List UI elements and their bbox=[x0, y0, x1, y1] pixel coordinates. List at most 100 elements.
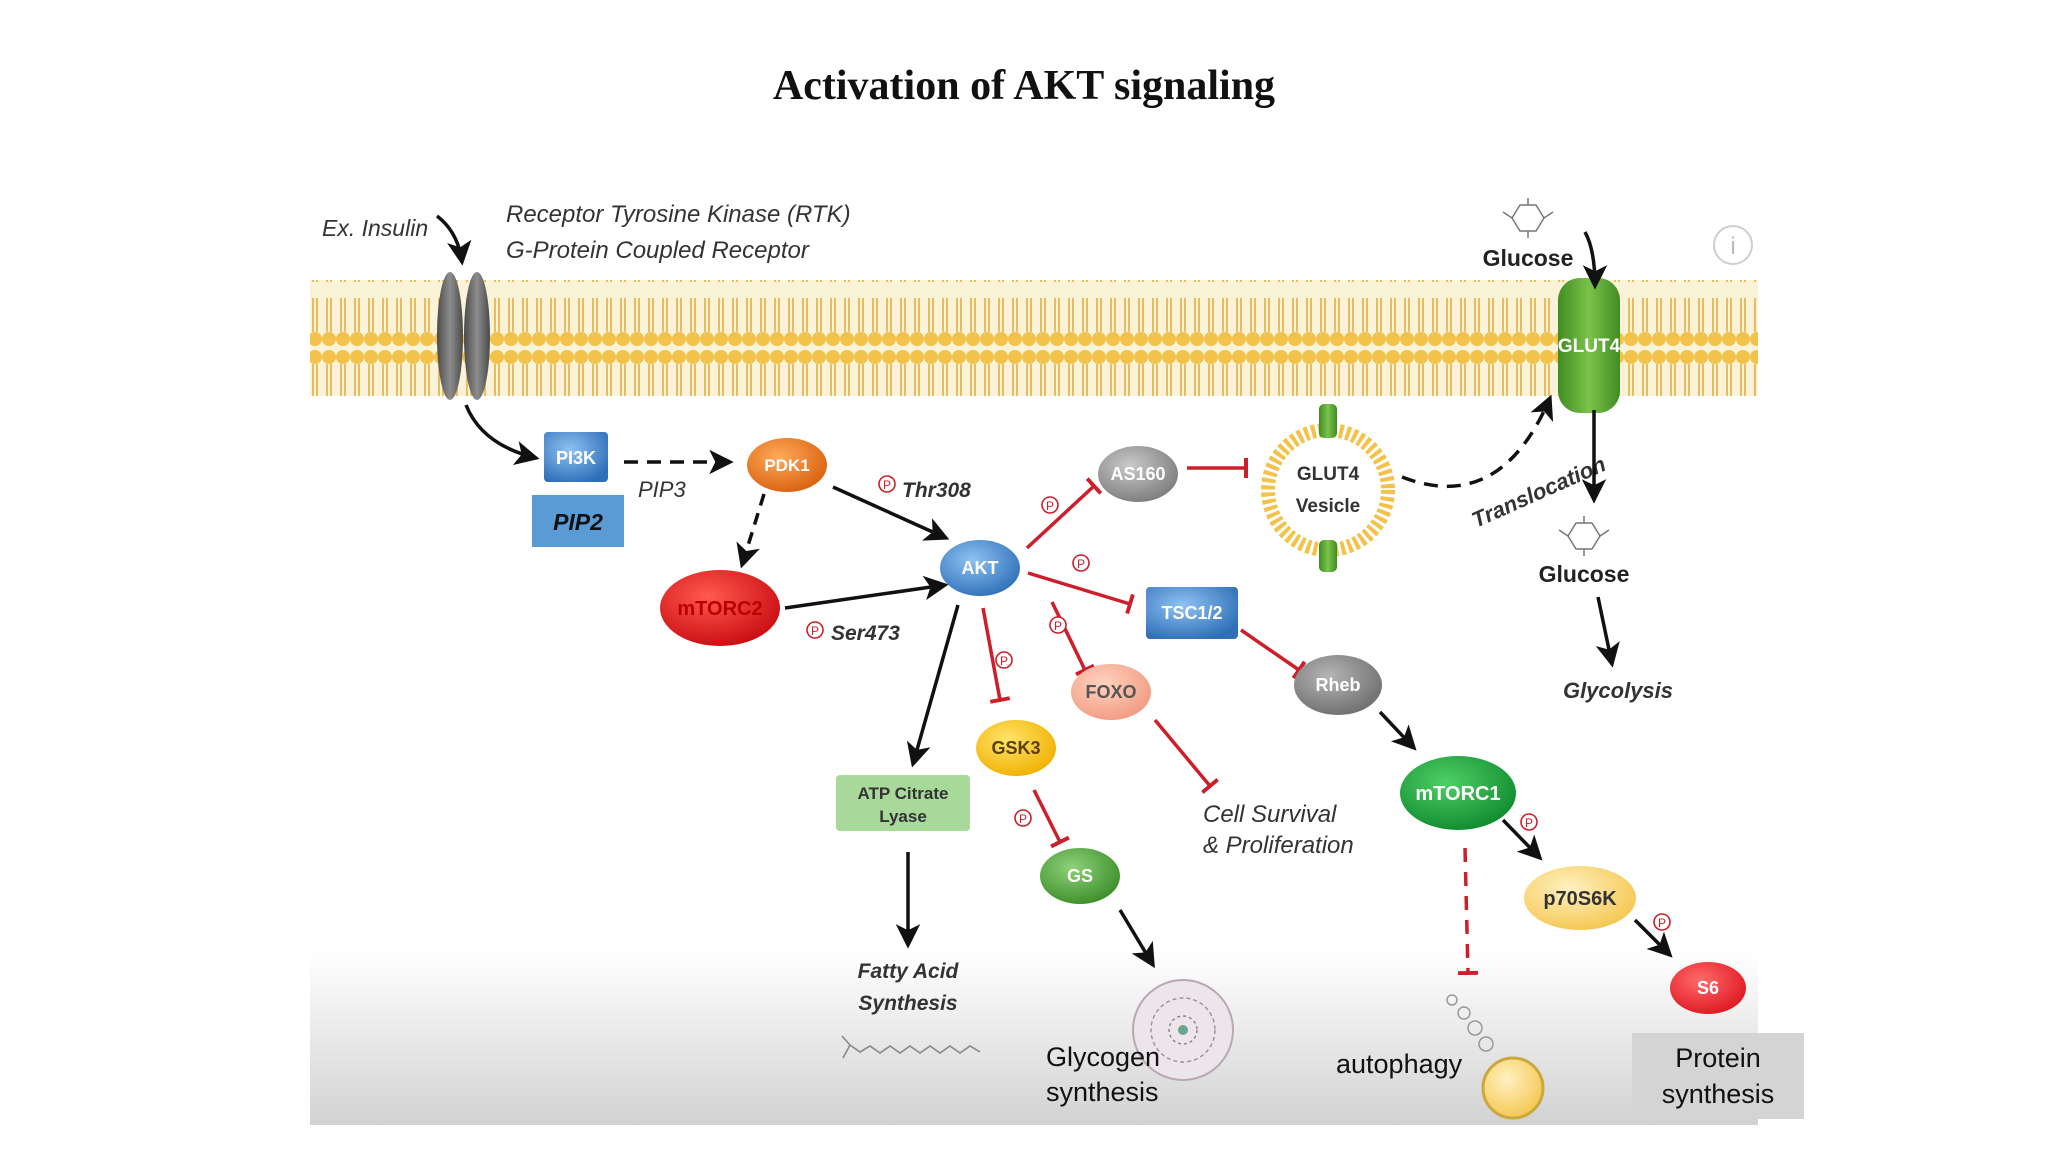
fatty-acid-icon bbox=[841, 1035, 981, 1059]
glucose-top-label: Glucose bbox=[1483, 245, 1574, 271]
edge-rheb-mtorc1 bbox=[1378, 710, 1417, 751]
svg-text:FOXO: FOXO bbox=[1085, 682, 1136, 702]
glycogen-synthesis-label-line2: synthesis bbox=[1046, 1077, 1159, 1107]
phospho-marker: P bbox=[1653, 913, 1671, 931]
svg-text:Rheb: Rheb bbox=[1316, 675, 1361, 695]
edge-pdk1-akt bbox=[832, 485, 950, 541]
node-as160: AS160 bbox=[1098, 446, 1178, 502]
node-p70s6k: p70S6K bbox=[1524, 866, 1636, 930]
svg-text:P: P bbox=[811, 624, 819, 638]
edge-akt-as160-inhibit bbox=[1025, 477, 1103, 550]
edge-tsc-rheb-inhibit bbox=[1240, 628, 1307, 680]
phospho-marker: P bbox=[806, 621, 824, 639]
node-foxo: FOXO bbox=[1071, 664, 1151, 720]
node-gsk3: GSK3 bbox=[976, 720, 1056, 776]
svg-text:S6: S6 bbox=[1697, 978, 1719, 998]
phospho-marker: P bbox=[995, 651, 1013, 669]
autophagosome-icon bbox=[1446, 994, 1545, 1120]
svg-text:P: P bbox=[883, 478, 891, 492]
svg-text:ATP Citrate: ATP Citrate bbox=[857, 784, 948, 803]
node-atp-citrate-lyase: ATP Citrate Lyase bbox=[836, 775, 970, 831]
edge-insulin-receptor bbox=[435, 214, 472, 266]
node-s6: S6 bbox=[1670, 962, 1746, 1014]
edge-glucose-glycolysis bbox=[1595, 596, 1620, 668]
edge-akt-foxo-inhibit bbox=[1050, 601, 1095, 677]
node-pdk1: PDK1 bbox=[747, 438, 827, 492]
edge-gs-glycogen bbox=[1118, 909, 1155, 969]
svg-text:P: P bbox=[1046, 499, 1054, 513]
phospho-marker: P bbox=[1041, 496, 1059, 514]
insulin-label: Ex. Insulin bbox=[322, 215, 428, 241]
glycogen-icon bbox=[1132, 979, 1234, 1081]
node-mtorc2: mTORC2 bbox=[660, 570, 780, 646]
node-mtorc1: mTORC1 bbox=[1400, 756, 1516, 830]
protein-synthesis-label-line2: synthesis bbox=[1662, 1079, 1775, 1109]
thr308-label: Thr308 bbox=[902, 479, 971, 502]
svg-text:PI3K: PI3K bbox=[556, 448, 596, 468]
svg-text:AKT: AKT bbox=[962, 558, 999, 578]
svg-text:P: P bbox=[1658, 916, 1666, 930]
node-akt: AKT bbox=[940, 540, 1020, 596]
glut4-label: GLUT4 bbox=[1558, 336, 1621, 357]
edge-vesicle-translocation bbox=[1401, 394, 1554, 488]
svg-text:P: P bbox=[1000, 654, 1008, 668]
edge-akt-atp-citrate-lyase bbox=[906, 604, 960, 768]
fatty-acid-label-line1: Fatty Acid bbox=[858, 960, 960, 983]
ser473-label: Ser473 bbox=[831, 622, 900, 645]
page-title: Activation of AKT signaling bbox=[772, 63, 1276, 109]
svg-text:Lyase: Lyase bbox=[879, 807, 927, 826]
edge-p70s6k-s6 bbox=[1633, 918, 1673, 958]
node-glut4-vesicle: GLUT4 Vesicle bbox=[1261, 404, 1395, 572]
phospho-marker: P bbox=[1072, 554, 1090, 572]
glycogen-synthesis-label-line1: Glycogen bbox=[1046, 1042, 1160, 1072]
edge-akt-gsk3-inhibit bbox=[981, 607, 1011, 704]
svg-text:Vesicle: Vesicle bbox=[1296, 496, 1360, 517]
svg-text:P: P bbox=[1019, 812, 1027, 826]
autophagy-label: autophagy bbox=[1336, 1049, 1463, 1079]
receptor-label-line2: G-Protein Coupled Receptor bbox=[506, 237, 810, 264]
phospho-marker: P bbox=[1049, 616, 1067, 634]
edge-pdk1-mtorc2 bbox=[736, 493, 766, 569]
receptor-label-line1: Receptor Tyrosine Kinase (RTK) bbox=[506, 201, 851, 228]
phospho-markers: P P P P P P P P P bbox=[806, 475, 1671, 931]
glucose-icon bbox=[1558, 516, 1610, 556]
cell-membrane bbox=[310, 280, 1758, 396]
svg-text:P: P bbox=[1525, 816, 1533, 830]
svg-text:P: P bbox=[1077, 557, 1085, 571]
glucose-icon bbox=[1502, 198, 1554, 238]
edge-mtorc1-autophagy-inhibit bbox=[1457, 847, 1479, 976]
svg-text:p70S6K: p70S6K bbox=[1543, 888, 1617, 910]
svg-text:GSK3: GSK3 bbox=[991, 738, 1040, 758]
svg-text:mTORC1: mTORC1 bbox=[1415, 783, 1500, 805]
edge-akt-tsc-inhibit bbox=[1027, 571, 1135, 615]
cell-survival-label-line2: & Proliferation bbox=[1203, 832, 1354, 859]
edge-receptor-pi3k bbox=[464, 404, 540, 466]
svg-text:GLUT4: GLUT4 bbox=[1297, 464, 1360, 485]
svg-text:P: P bbox=[1054, 619, 1062, 633]
svg-text:i: i bbox=[1730, 233, 1735, 260]
cell-survival-label-line1: Cell Survival bbox=[1203, 801, 1337, 828]
fatty-acid-label-line2: Synthesis bbox=[858, 992, 957, 1015]
phospho-marker: P bbox=[878, 475, 896, 493]
phospho-marker: P bbox=[1014, 809, 1032, 827]
svg-text:GS: GS bbox=[1067, 866, 1093, 886]
svg-text:PDK1: PDK1 bbox=[764, 456, 809, 475]
phospho-marker: P bbox=[1520, 813, 1538, 831]
svg-text:mTORC2: mTORC2 bbox=[677, 598, 762, 620]
node-tsc12: TSC1/2 bbox=[1146, 587, 1238, 639]
edge-foxo-survival-inhibit bbox=[1153, 718, 1219, 794]
glycolysis-label: Glycolysis bbox=[1563, 678, 1673, 703]
node-rheb: Rheb bbox=[1294, 655, 1382, 715]
node-pip2: PIP2 bbox=[532, 495, 624, 547]
edge-mtorc1-p70s6k bbox=[1501, 818, 1543, 861]
glut4-transporter: GLUT4 bbox=[1558, 278, 1621, 413]
svg-text:TSC1/2: TSC1/2 bbox=[1161, 603, 1222, 623]
protein-synthesis-box bbox=[1632, 1033, 1804, 1119]
node-gs: GS bbox=[1040, 848, 1120, 904]
receptor bbox=[437, 272, 490, 400]
edge-glucose-glut4 bbox=[1582, 231, 1608, 290]
info-icon[interactable]: i bbox=[1713, 225, 1753, 265]
svg-text:PIP2: PIP2 bbox=[553, 509, 603, 535]
pip3-label: PIP3 bbox=[638, 477, 686, 502]
